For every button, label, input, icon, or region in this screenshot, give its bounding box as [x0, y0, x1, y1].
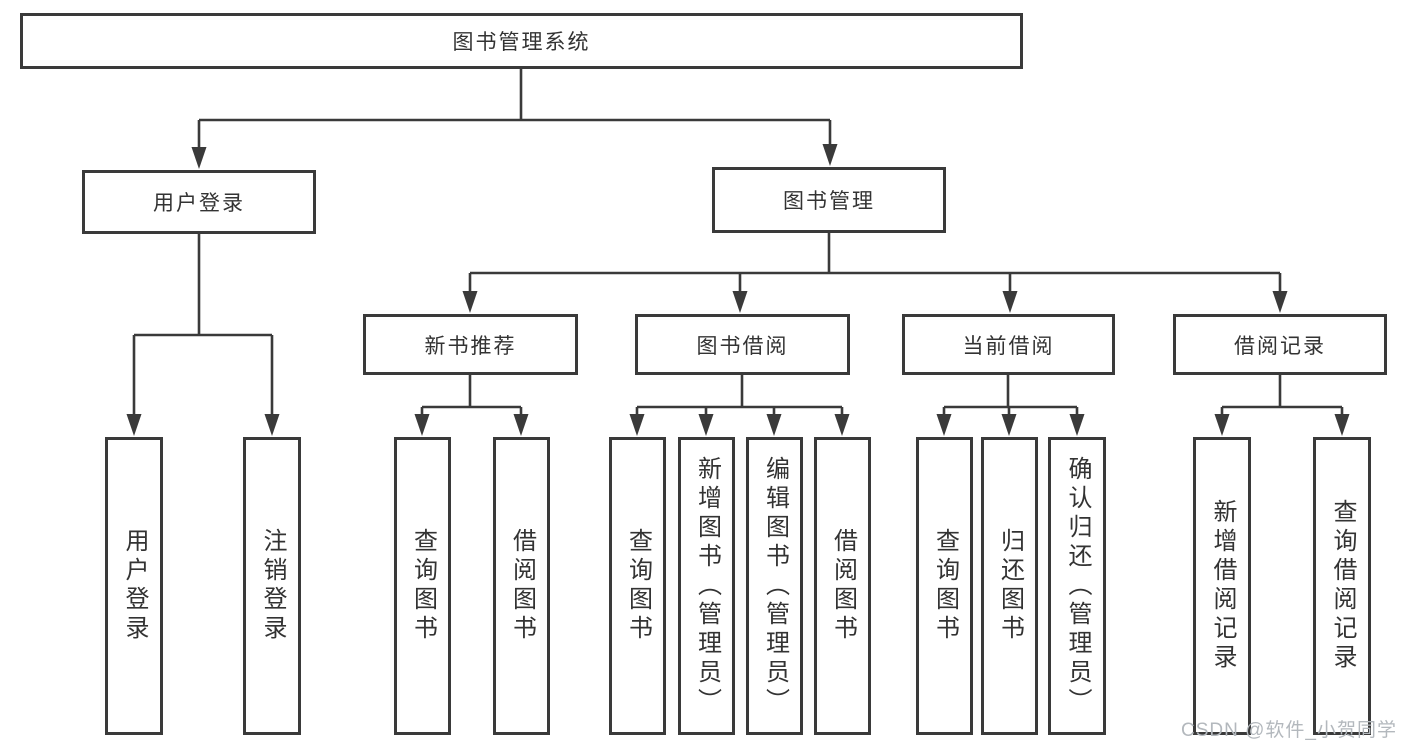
leaf-add-borrow-record: 新增借阅记录 [1193, 437, 1251, 735]
leaf-borrow-books-recommend: 借阅图书 [493, 437, 550, 735]
leaf-user-login: 用户登录 [105, 437, 163, 735]
leaf-query-borrow-record: 查询借阅记录 [1313, 437, 1371, 735]
leaf-return-books: 归还图书 [981, 437, 1038, 735]
leaf-borrow-books: 借阅图书 [814, 437, 871, 735]
node-current-borrow: 当前借阅 [902, 314, 1115, 375]
leaf-confirm-return-admin: 确认归还（管理员） [1048, 437, 1106, 735]
leaf-query-books-borrow: 查询图书 [609, 437, 666, 735]
leaf-query-books-recommend: 查询图书 [394, 437, 451, 735]
arrowheads [126, 144, 1350, 436]
node-book-borrow: 图书借阅 [635, 314, 850, 375]
leaf-query-books-current: 查询图书 [916, 437, 973, 735]
node-book-management: 图书管理 [712, 167, 946, 233]
leaf-logout: 注销登录 [243, 437, 301, 735]
node-user-login: 用户登录 [82, 170, 316, 234]
node-borrow-records: 借阅记录 [1173, 314, 1387, 375]
node-new-book-recommend: 新书推荐 [363, 314, 578, 375]
node-library-management-system: 图书管理系统 [20, 13, 1023, 69]
leaf-add-books-admin: 新增图书（管理员） [678, 437, 735, 735]
leaf-edit-books-admin: 编辑图书（管理员） [746, 437, 803, 735]
